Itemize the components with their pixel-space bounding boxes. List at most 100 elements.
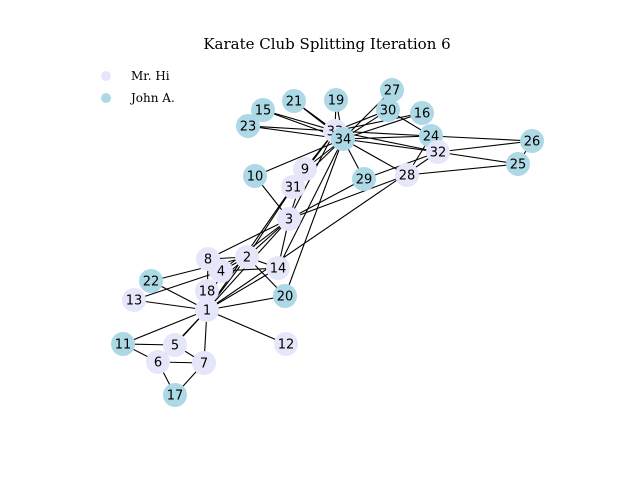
node-circle-7 (192, 351, 216, 375)
node-label-8: 8 (204, 253, 212, 268)
edge-1-11 (122, 309, 208, 345)
node-label-28: 28 (399, 169, 416, 184)
node-12: 12 (274, 332, 298, 356)
edge-32-34 (342, 138, 439, 153)
node-circle-34 (331, 127, 355, 151)
node-1: 1 (195, 298, 219, 322)
node-8: 8 (196, 247, 220, 271)
edge-28-34 (342, 138, 408, 176)
node-21: 21 (282, 89, 306, 113)
edge-16-34 (342, 112, 423, 140)
node-label-4: 4 (217, 265, 225, 280)
node-label-3: 3 (285, 213, 293, 228)
edge-3-8 (207, 218, 290, 260)
edge-15-33 (262, 109, 336, 132)
node-22: 22 (139, 269, 163, 293)
node-label-16: 16 (414, 107, 431, 122)
node-label-17: 17 (167, 389, 184, 404)
node-6: 6 (146, 350, 170, 374)
edge-3-4 (220, 218, 290, 272)
node-label-1: 1 (203, 304, 211, 319)
node-10: 10 (243, 164, 267, 188)
node-29: 29 (352, 167, 376, 191)
edge-16-33 (334, 112, 423, 132)
node-circle-30 (376, 98, 400, 122)
node-circle-5 (163, 333, 187, 357)
node-circle-26 (520, 129, 544, 153)
node-label-29: 29 (356, 173, 373, 188)
node-label-34: 34 (335, 133, 352, 148)
node-label-11: 11 (115, 338, 132, 353)
legend-label-mr-hi: Mr. Hi (131, 69, 170, 83)
node-circle-6 (146, 350, 170, 374)
node-28: 28 (395, 163, 419, 187)
edge-25-28 (406, 163, 519, 176)
node-26: 26 (520, 129, 544, 153)
edge-10-34 (254, 138, 344, 177)
node-20: 20 (273, 284, 297, 308)
edge-4-13 (133, 270, 222, 301)
node-label-20: 20 (277, 290, 294, 305)
edge-23-33 (247, 125, 336, 132)
node-circle-14 (266, 256, 290, 280)
edge-24-26 (430, 135, 533, 142)
node-circle-17 (163, 383, 187, 407)
node-9: 9 (293, 157, 317, 181)
node-circle-31 (281, 175, 305, 199)
node-label-23: 23 (240, 120, 257, 135)
node-16: 16 (410, 101, 434, 125)
node-27: 27 (380, 78, 404, 102)
node-14: 14 (266, 256, 290, 280)
node-32: 32 (426, 140, 450, 164)
node-circle-15 (251, 98, 275, 122)
node-13: 13 (122, 288, 146, 312)
node-11: 11 (111, 332, 135, 356)
edge-24-34 (342, 135, 432, 140)
node-circle-18 (195, 279, 219, 303)
node-label-6: 6 (154, 356, 162, 371)
node-circle-1 (195, 298, 219, 322)
node-2: 2 (235, 245, 259, 269)
node-circle-2 (235, 245, 259, 269)
node-34: 34 (331, 127, 355, 151)
edge-3-29 (288, 178, 365, 220)
node-circle-28 (395, 163, 419, 187)
node-23: 23 (236, 114, 260, 138)
node-circle-29 (352, 167, 376, 191)
edge-3-28 (288, 174, 408, 220)
node-circle-19 (324, 88, 348, 112)
node-label-12: 12 (278, 338, 295, 353)
legend: Mr. Hi John A. (101, 69, 175, 105)
edge-1-13 (133, 299, 208, 311)
node-circle-25 (506, 152, 530, 176)
node-17: 17 (163, 383, 187, 407)
edge-1-20 (206, 295, 286, 311)
edge-1-14 (206, 267, 279, 311)
node-31: 31 (281, 175, 305, 199)
node-15: 15 (251, 98, 275, 122)
node-label-25: 25 (510, 158, 527, 173)
node-3: 3 (277, 207, 301, 231)
node-label-15: 15 (255, 104, 272, 119)
legend-label-john-a: John A. (129, 91, 175, 105)
node-circle-21 (282, 89, 306, 113)
node-30: 30 (376, 98, 400, 122)
node-label-9: 9 (301, 163, 309, 178)
node-label-22: 22 (143, 275, 160, 290)
node-label-31: 31 (285, 181, 302, 196)
node-25: 25 (506, 152, 530, 176)
node-circle-20 (273, 284, 297, 308)
node-label-13: 13 (126, 294, 143, 309)
node-label-30: 30 (380, 104, 397, 119)
node-19: 19 (324, 88, 348, 112)
node-label-21: 21 (286, 95, 303, 110)
node-circle-13 (122, 288, 146, 312)
node-label-14: 14 (270, 262, 287, 277)
node-circle-32 (426, 140, 450, 164)
node-circle-10 (243, 164, 267, 188)
edge-2-22 (150, 256, 248, 282)
node-circle-3 (277, 207, 301, 231)
node-circle-22 (139, 269, 163, 293)
